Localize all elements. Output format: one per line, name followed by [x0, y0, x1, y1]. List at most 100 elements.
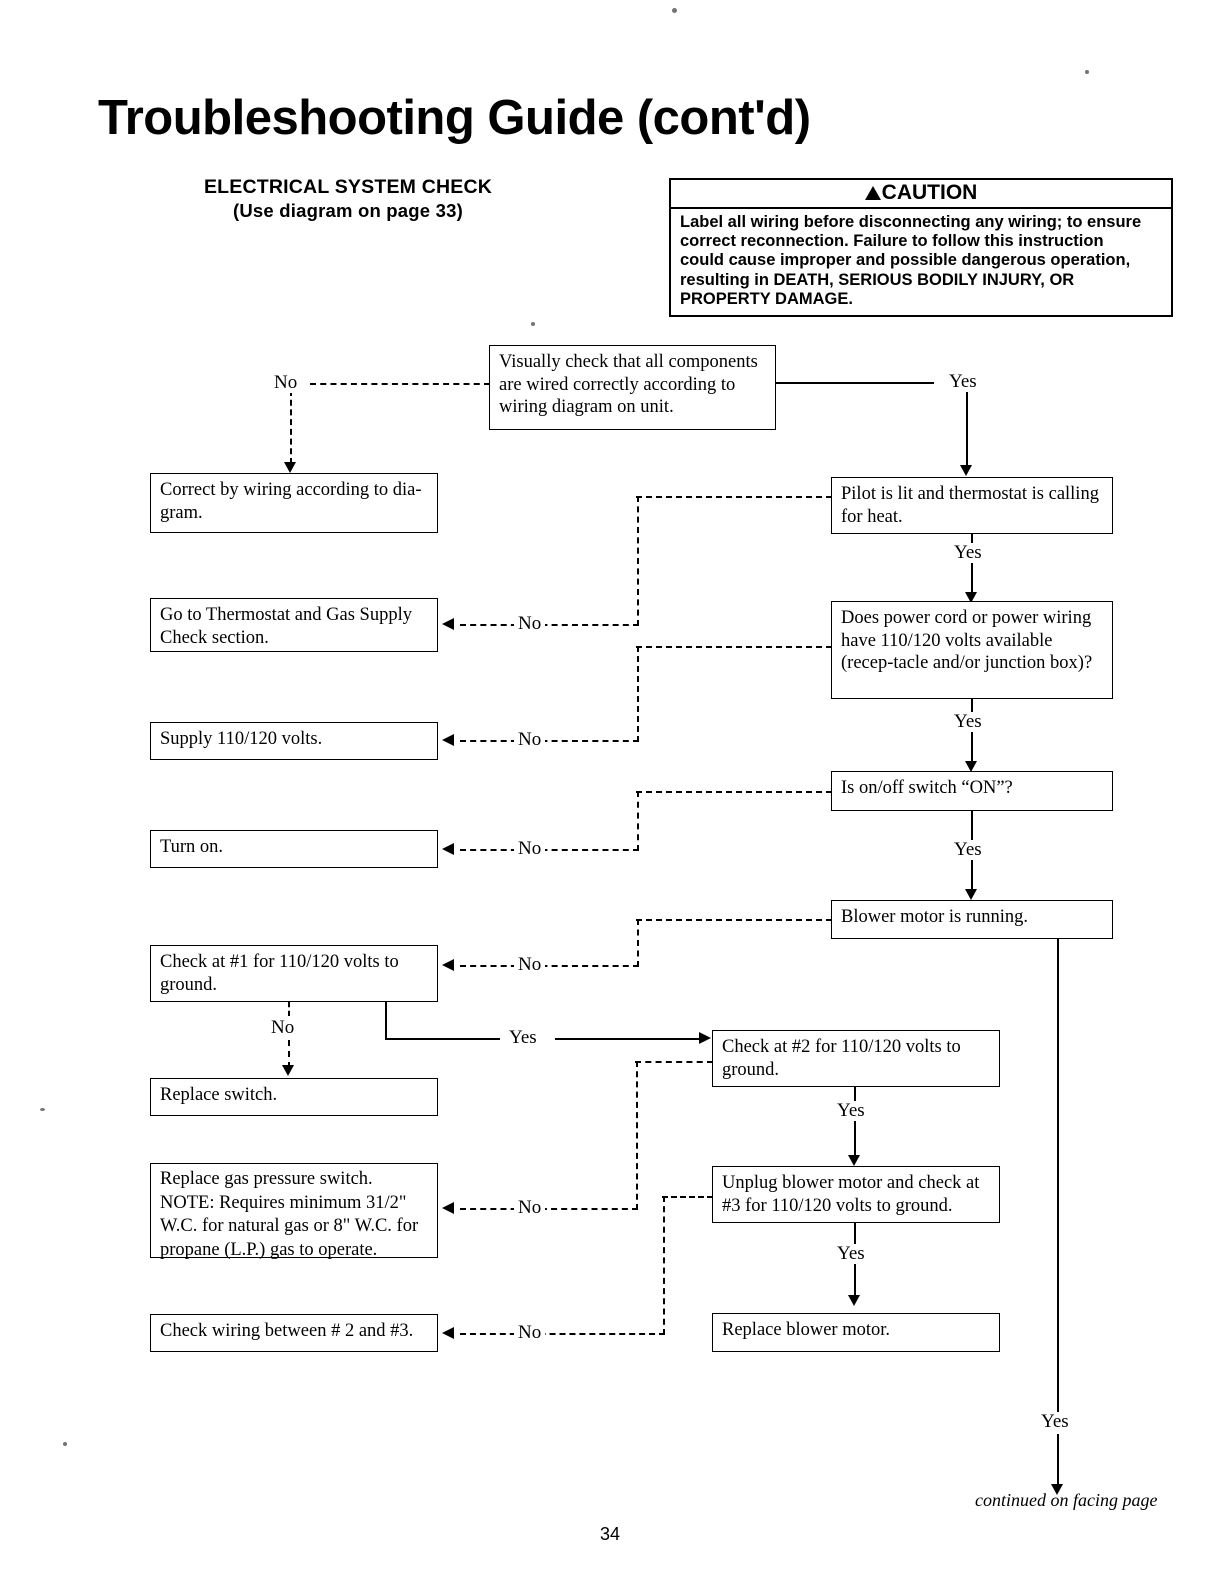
flow-node-go-thermostat: Go to Thermostat and Gas Supply Check se… [150, 598, 438, 652]
edge-check1-no-vertical2 [288, 1040, 290, 1068]
continued-note: continued on facing page [975, 1490, 1158, 1510]
edge-pilot-no-vertical [637, 496, 639, 626]
edge-label-no: No [270, 373, 302, 393]
arrow-to-replace-switch [282, 1065, 294, 1076]
edge-pilot-no-seg1 [636, 496, 832, 498]
section-heading-main: ELECTRICAL SYSTEM CHECK [203, 176, 493, 198]
arrow-to-replace-blower [848, 1295, 860, 1306]
edge-label-no: No [514, 1323, 546, 1343]
edge-visualcheck-yes-horizontal [776, 382, 934, 385]
arrow-to-go-thermostat [442, 618, 454, 630]
flow-node-correct-wiring-text: Correct by wiring according to dia-gram. [160, 480, 422, 523]
flow-node-blower-running: Blower motor is running. [831, 900, 1113, 939]
edge-onoff-no-seg1 [636, 791, 832, 793]
section-heading: ELECTRICAL SYSTEM CHECK (Use diagram on … [163, 176, 533, 222]
edge-label-yes: Yes [505, 1028, 541, 1048]
arrow-to-turn-on [442, 843, 454, 855]
edge-powercord-no-vertical [637, 646, 639, 742]
edge-check1-no-vertical [288, 1002, 290, 1016]
caution-title-text: CAUTION [881, 181, 978, 204]
caution-title: CAUTION [671, 180, 1171, 209]
edge-check2-yes-vertical [854, 1087, 857, 1159]
scan-artifact [63, 1442, 67, 1446]
edge-label-yes: Yes [950, 840, 986, 860]
edge-check1-yes-horizontal2 [555, 1038, 701, 1041]
flow-node-replace-gas-switch: Replace gas pressure switch. NOTE: Requi… [150, 1163, 438, 1260]
edge-pilot-no-seg2 [460, 624, 639, 626]
edge-check2-no-seg1 [635, 1061, 713, 1063]
flow-node-visual-check: Visually check that all components are w… [489, 345, 776, 430]
arrow-to-continued [1051, 1484, 1063, 1495]
edge-powercord-yes-vertical [971, 699, 974, 765]
flow-node-check-wiring-23: Check wiring between # 2 and #3. [150, 1314, 438, 1352]
edge-label-yes: Yes [833, 1244, 869, 1264]
edge-check1-yes-horizontal [385, 1038, 500, 1041]
arrow-to-check-1 [442, 959, 454, 971]
arrow-to-check-wiring-23 [442, 1327, 454, 1339]
edge-label-no: No [514, 1198, 546, 1218]
edge-label-yes: Yes [1037, 1412, 1073, 1432]
caution-box: CAUTION Label all wiring before disconne… [669, 178, 1173, 318]
flow-node-turn-on: Turn on. [150, 830, 438, 868]
edge-label-yes: Yes [945, 372, 981, 392]
arrow-to-correct-wiring [284, 462, 296, 473]
flow-node-supply-volts: Supply 110/120 volts. [150, 722, 438, 760]
edge-label-no: No [514, 730, 546, 750]
caution-body: Label all wiring before disconnecting an… [671, 209, 1171, 315]
edge-blower-no-seg2 [460, 965, 639, 967]
edge-visualcheck-no-vertical [290, 390, 292, 464]
edge-label-no: No [267, 1018, 299, 1038]
edge-unplug-no-vertical [663, 1196, 665, 1335]
edge-label-yes: Yes [833, 1101, 869, 1121]
scan-artifact [40, 1108, 45, 1111]
edge-blower-no-seg1 [636, 919, 832, 921]
edge-powercord-no-seg1 [636, 646, 832, 648]
edge-onoff-no-vertical [637, 791, 639, 851]
arrow-to-check-2 [699, 1032, 711, 1044]
flow-node-check-1: Check at #1 for 110/120 volts to ground. [150, 945, 438, 1002]
arrow-to-power-cord [965, 592, 977, 603]
scan-artifact [1085, 70, 1089, 74]
caution-line: PROPERTY DAMAGE. [680, 289, 853, 308]
edge-check2-no-vertical [636, 1061, 638, 1210]
edge-unplug-no-seg2 [460, 1333, 665, 1335]
flow-node-power-cord: Does power cord or power wiring have 110… [831, 601, 1113, 699]
flow-node-check-2: Check at #2 for 110/120 volts to ground. [712, 1030, 1000, 1087]
page-title: Troubleshooting Guide (cont'd) [98, 91, 811, 145]
flow-node-replace-blower: Replace blower motor. [712, 1313, 1000, 1352]
edge-label-no: No [514, 955, 546, 975]
edge-visualcheck-no-horizontal [310, 383, 490, 385]
edge-check2-no-seg2 [460, 1208, 638, 1210]
arrow-to-unplug-blower [848, 1155, 860, 1166]
edge-check1-yes-vertical [385, 1000, 388, 1040]
arrow-to-supply-volts [442, 734, 454, 746]
edge-powercord-no-seg2 [460, 740, 639, 742]
scan-artifact [672, 8, 677, 13]
edge-label-no: No [514, 614, 546, 634]
arrow-to-onoff-switch [965, 761, 977, 772]
caution-line: correct reconnection. Failure to follow … [680, 232, 1104, 251]
edge-unplug-no-seg1 [662, 1196, 713, 1198]
warning-triangle-icon [864, 186, 881, 200]
arrow-to-pilot-lit [960, 465, 972, 476]
flow-node-replace-switch: Replace switch. [150, 1078, 438, 1116]
edge-label-yes: Yes [950, 712, 986, 732]
caution-line: could cause improper and possible danger… [680, 251, 1131, 270]
edge-blower-yes-vertical [1057, 939, 1060, 1413]
edge-blower-yes-vertical2 [1057, 1434, 1060, 1488]
flow-node-onoff-switch: Is on/off switch “ON”? [831, 771, 1113, 811]
scan-artifact [531, 322, 535, 326]
edge-label-no: No [514, 839, 546, 859]
edge-pilot-yes-vertical [971, 534, 974, 596]
flow-node-unplug-blower: Unplug blower motor and check at #3 for … [712, 1166, 1000, 1223]
caution-line: resulting in DEATH, SERIOUS BODILY INJUR… [680, 270, 1075, 289]
caution-line: Label all wiring before disconnecting an… [680, 213, 1142, 231]
section-heading-sub: (Use diagram on page 33) [233, 200, 463, 221]
edge-blower-no-vertical [637, 919, 639, 967]
arrow-to-blower-running [965, 889, 977, 900]
flow-node-replace-gas-switch-text: Replace gas pressure switch. NOTE: Requi… [160, 1169, 419, 1260]
flow-node-pilot-lit: Pilot is lit and thermostat is calling f… [831, 477, 1113, 534]
edge-onoff-no-seg2 [460, 849, 639, 851]
arrow-to-replace-gas-switch [442, 1202, 454, 1214]
